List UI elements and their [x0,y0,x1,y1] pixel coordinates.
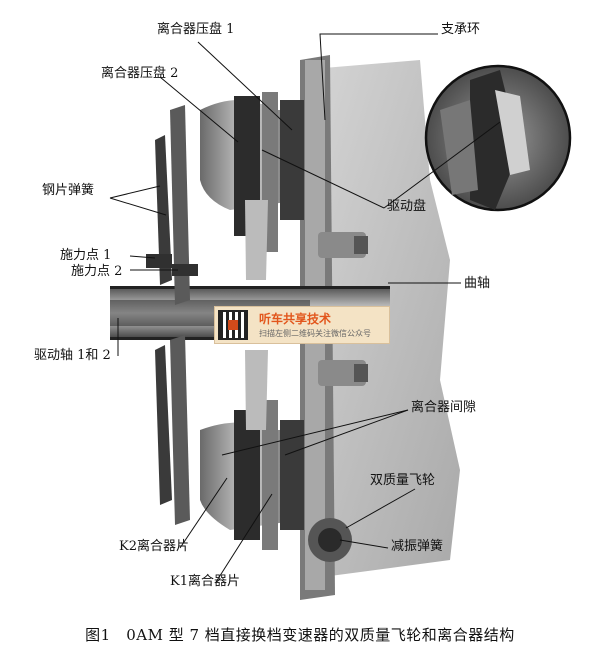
leader-lines [109,33,501,583]
figure-caption: 图1 0AM 型 7 档直接换档变速器的双质量飞轮和离合器结构 [85,626,515,644]
watermark-subtitle: 扫描左侧二维码关注微信公众号 [259,329,371,338]
label-k1-clutch: K1离合器片 [170,574,240,589]
crankshaft-bolts [318,232,368,386]
watermark-title: 听车共享技术 [259,312,332,326]
label-dual-mass-flywheel: 双质量飞轮 [370,473,436,488]
watermark-banner: 听车共享技术 扫描左侧二维码关注微信公众号 [214,306,390,344]
qr-code-icon [218,310,248,340]
damper-spring [308,518,352,562]
label-force-point-2: 施力点 2 [71,264,123,279]
lower-clutch [155,335,304,550]
label-crankshaft: 曲轴 [464,276,491,291]
label-clutch-gap: 离合器间隙 [411,400,477,415]
label-pressure-plate-2: 离合器压盘 2 [101,66,179,81]
label-leaf-spring: 钢片弹簧 [42,183,95,198]
label-force-point-1: 施力点 1 [60,248,112,263]
upper-clutch [146,92,304,305]
label-damper-spring: 减振弹簧 [391,539,444,554]
label-drive-shaft: 驱动轴 1和 2 [34,348,111,363]
label-pressure-plate-1: 离合器压盘 1 [157,22,235,37]
label-support-ring: 支承环 [441,22,481,37]
magnified-support-ring [424,64,572,212]
label-drive-plate: 驱动盘 [387,199,427,214]
label-k2-clutch: K2离合器片 [119,539,189,554]
